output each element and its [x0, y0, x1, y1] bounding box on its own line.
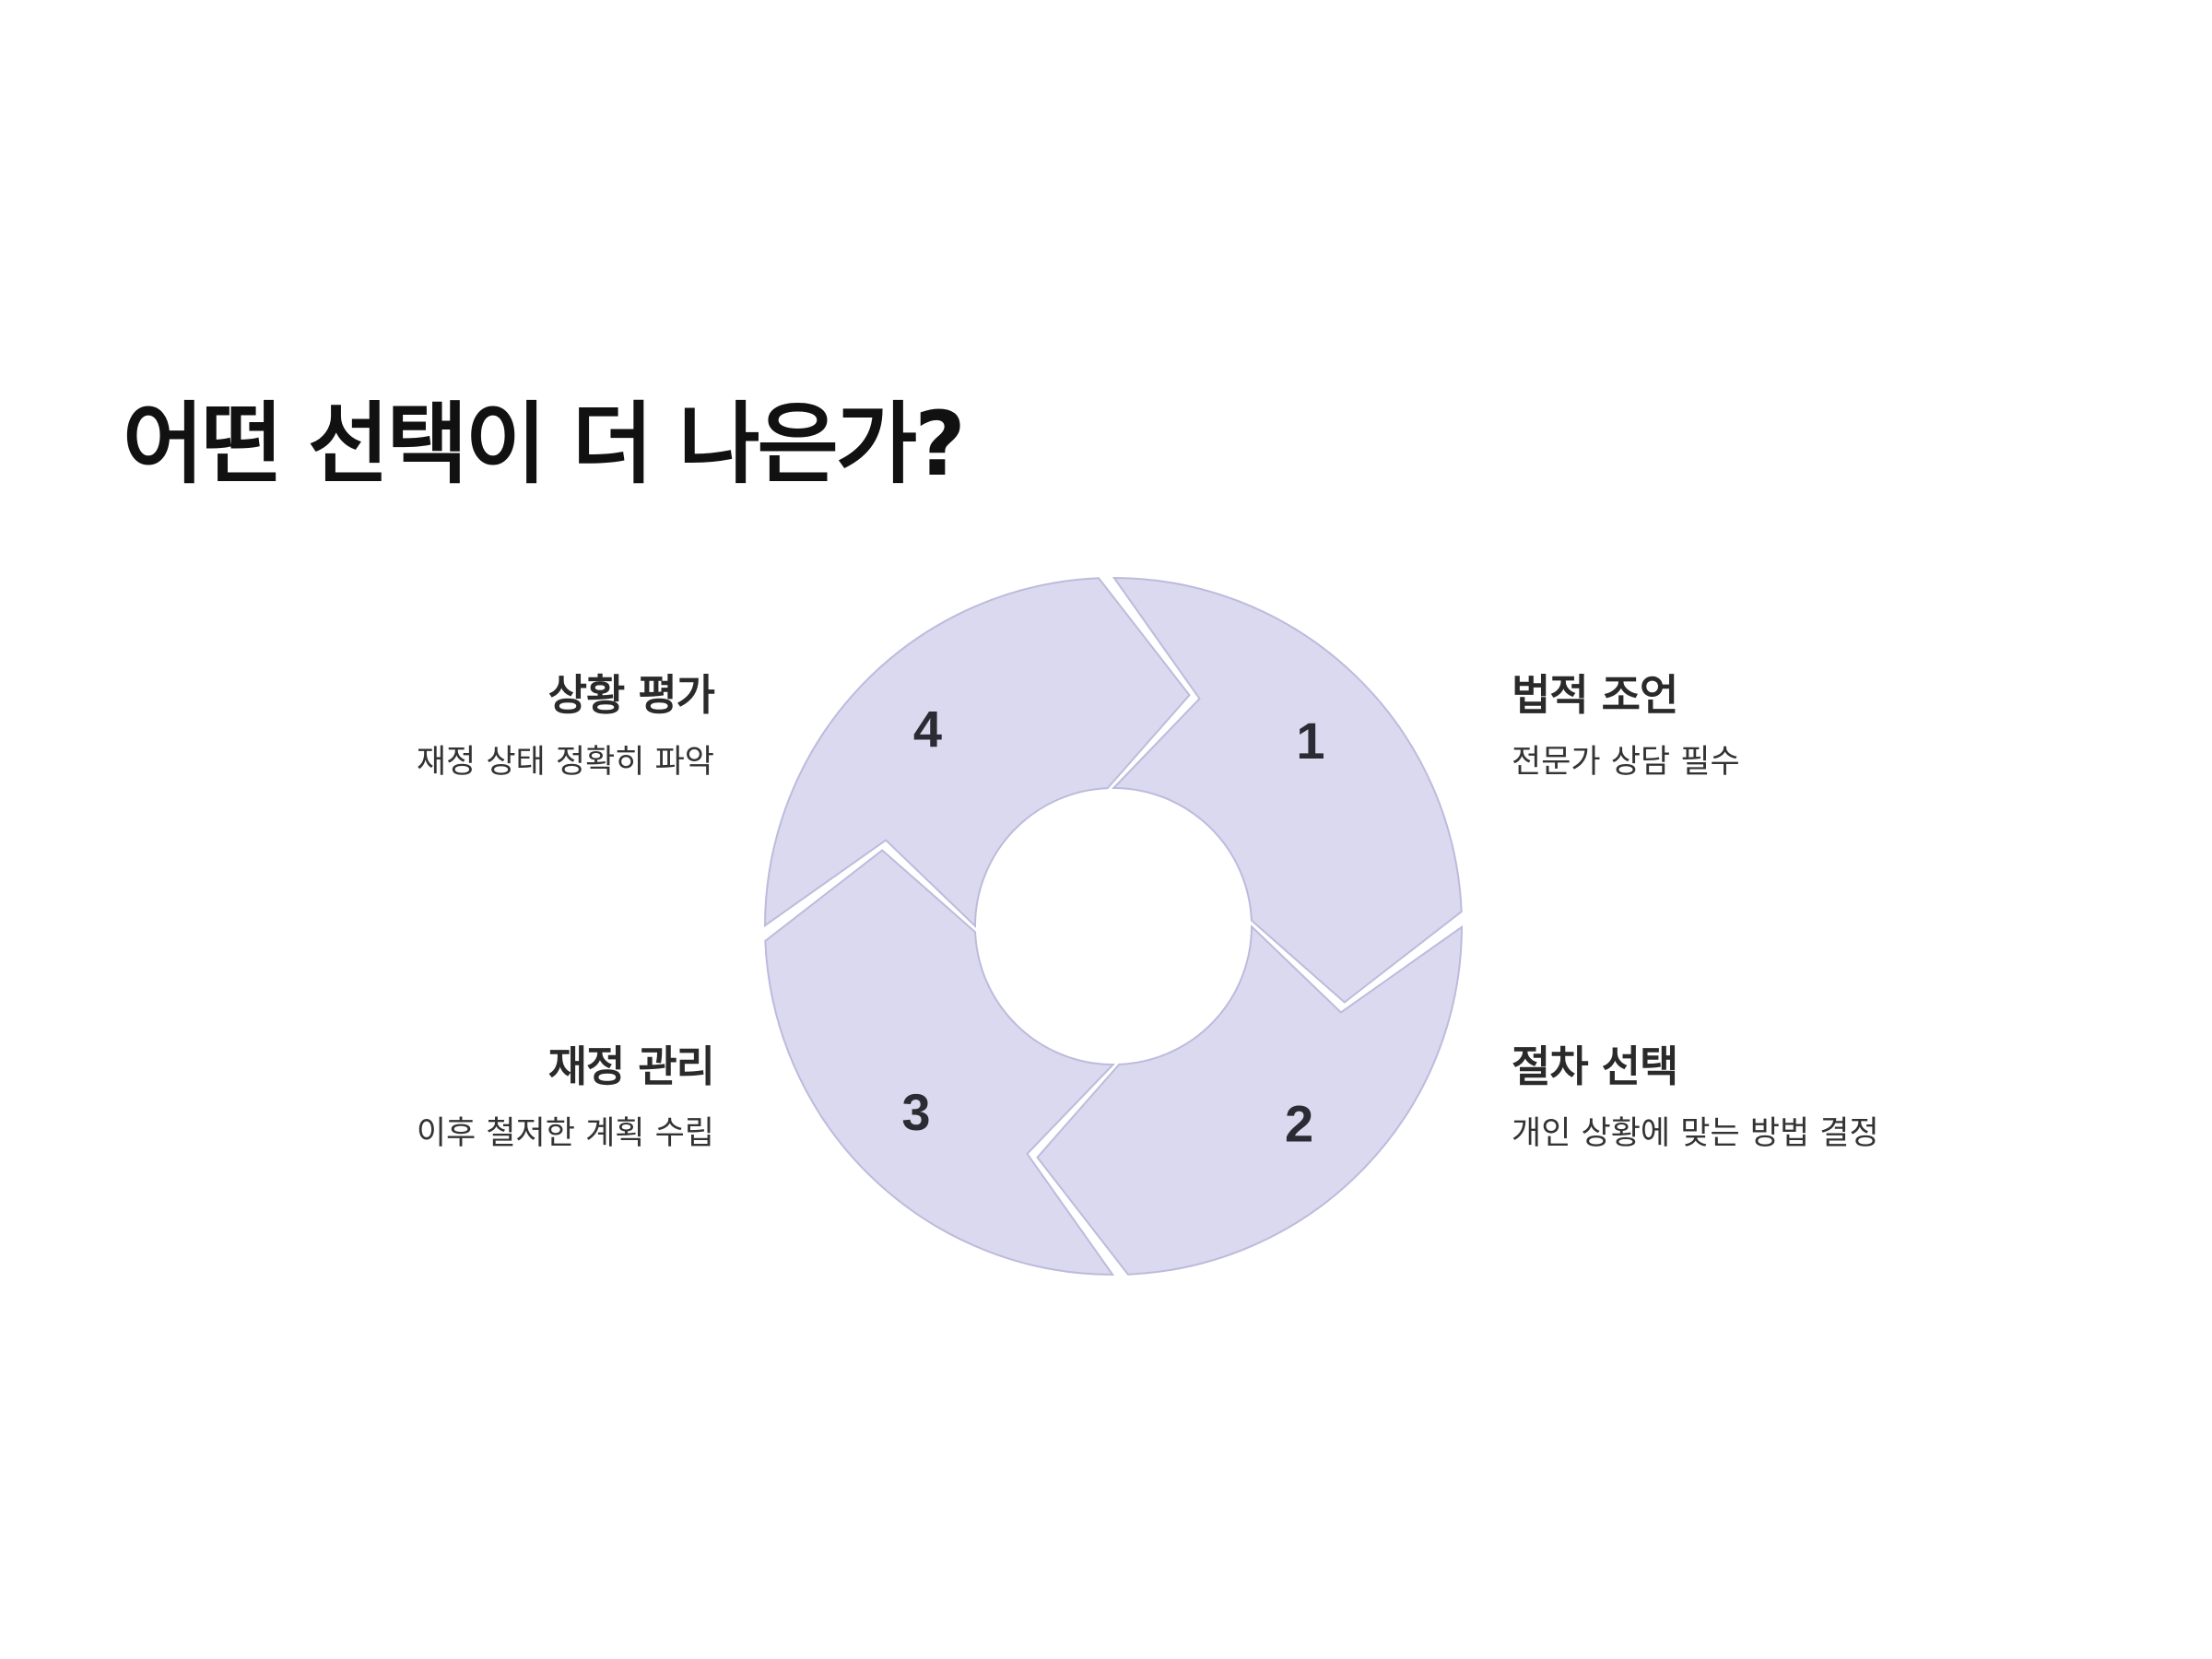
segments-layer [763, 576, 1464, 1277]
step-3-description: 개인 상황에 맞는 방법 결정 [1512, 1115, 1879, 1153]
cycle-segment-2 [1036, 924, 1464, 1276]
numbers-layer: 1 2 3 4 [901, 700, 1324, 1153]
cycle-number-1: 1 [1296, 712, 1324, 770]
cycle-segment-1 [1111, 576, 1463, 1004]
step-3-title: 절차 선택 [1512, 1041, 1678, 1091]
step-2-title: 법적 조언 [1512, 670, 1678, 720]
step-1-block: 상황 평가 재정 상태 정확히 파악 [198, 670, 715, 782]
step-4-title: 재정 관리 [547, 1041, 715, 1091]
step-2-block: 법적 조언 전문가 상담 필수 [1512, 670, 2028, 782]
cycle-segment-3 [764, 849, 1116, 1277]
step-4-description: 이후 철저한 계획 수립 [416, 1115, 714, 1153]
step-2-description: 전문가 상담 필수 [1512, 744, 1740, 782]
step-4-block: 재정 관리 이후 철저한 계획 수립 [198, 1041, 715, 1153]
page-title: 어떤 선택이 더 나은가? [123, 393, 966, 496]
step-1-title: 상황 평가 [547, 670, 715, 720]
cycle-number-4: 4 [913, 700, 942, 759]
step-1-description: 재정 상태 정확히 파악 [416, 744, 714, 782]
cycle-segment-4 [763, 577, 1191, 929]
step-3-block: 절차 선택 개인 상황에 맞는 방법 결정 [1512, 1041, 2028, 1153]
cycle-number-3: 3 [901, 1083, 930, 1141]
cycle-number-2: 2 [1285, 1095, 1313, 1153]
